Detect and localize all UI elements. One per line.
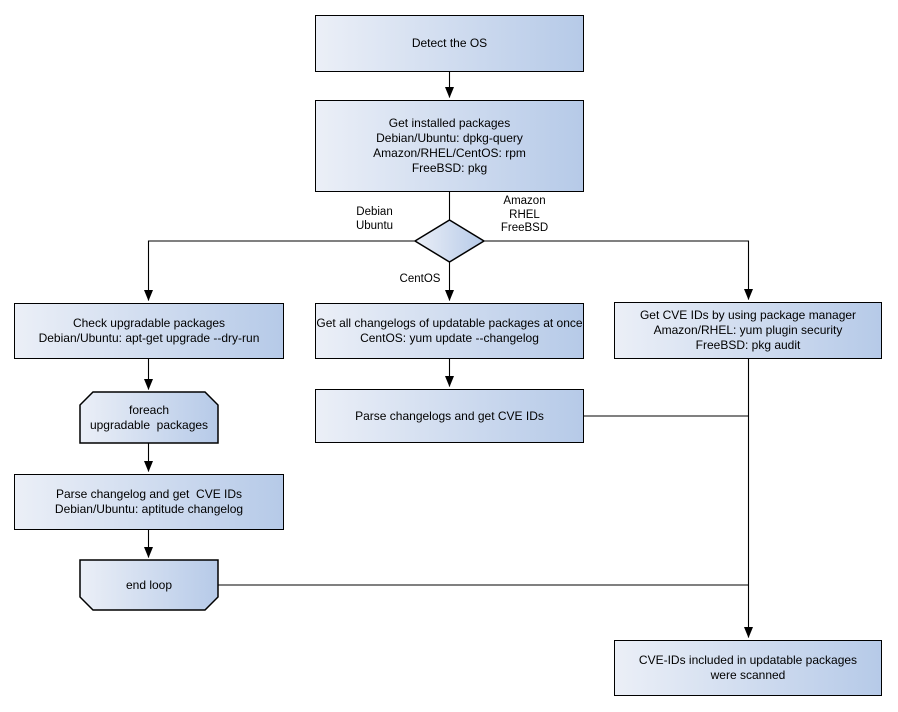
node-parse-changelogs-mid: Parse changelogs and get CVE IDs — [315, 389, 584, 443]
edge-decision-to-check-debian — [144, 240, 415, 301]
node-get-installed-packages: Get installed packages Debian/Ubuntu: dp… — [315, 100, 584, 192]
loop-start-label: foreach upgradable packages — [89, 402, 209, 432]
node-parse-changelog-left: Parse changelog and get CVE IDs Debian/U… — [14, 474, 284, 530]
node-cve-ids-scanned: CVE-IDs included in updatable packages w… — [614, 640, 882, 696]
edge-decision-to-cve-right — [484, 240, 753, 300]
branch-label-debian-ubuntu: Debian Ubuntu — [355, 206, 394, 232]
branch-label-amazon-rhel-freebsd: Amazon RHEL FreeBSD — [500, 195, 549, 234]
loop-end-shape — [79, 559, 219, 611]
node-detect-os: Detect the OS — [315, 15, 584, 72]
node-get-cve-ids-right: Get CVE IDs by using package manager Ama… — [614, 302, 882, 359]
node-get-all-changelogs: Get all changelogs of updatable packages… — [315, 303, 584, 359]
loop-end-label: end loop — [125, 577, 173, 592]
branch-label-centos: CentOS — [399, 273, 441, 285]
decision-diamond — [413, 219, 486, 263]
node-check-upgradable-packages: Check upgradable packages Debian/Ubuntu:… — [14, 303, 284, 359]
loop-start-shape — [79, 391, 219, 444]
